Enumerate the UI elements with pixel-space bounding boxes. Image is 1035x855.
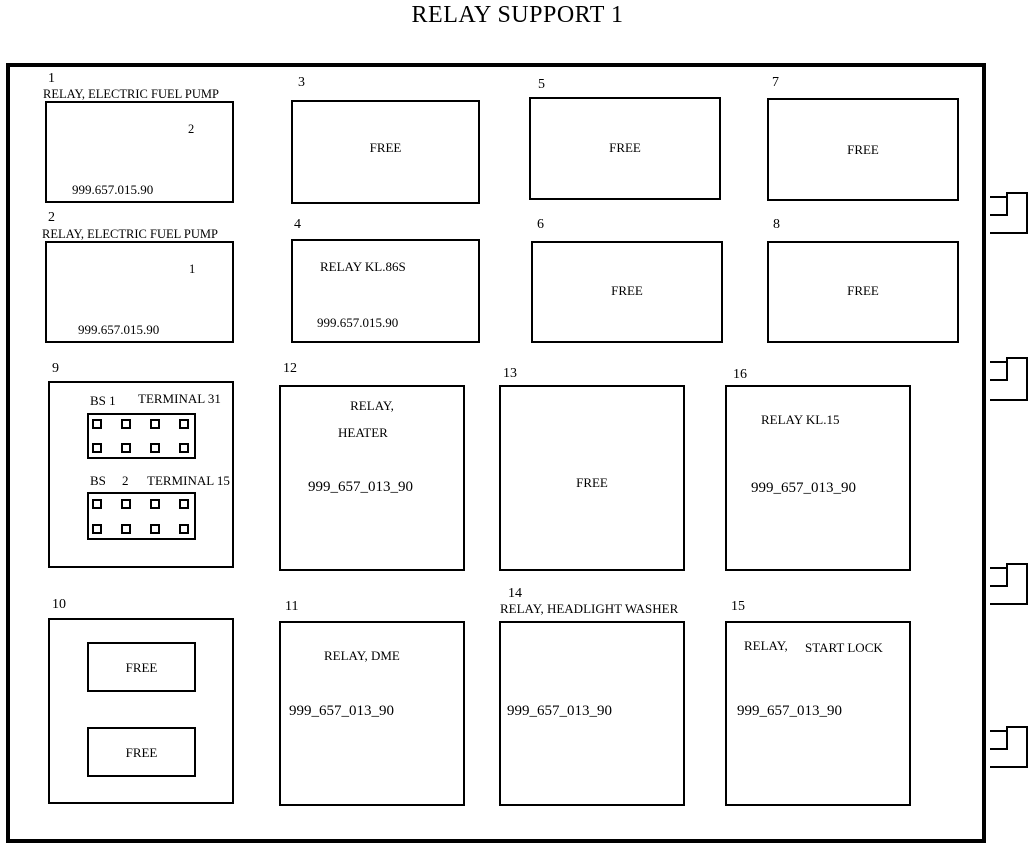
part-number: 999_657_013_90: [289, 703, 394, 719]
mounting-tab: [990, 362, 1008, 381]
slot-number-4: 4: [294, 217, 301, 232]
slot-number-1: 1: [48, 71, 55, 86]
relay-slot-3[interactable]: FREE: [291, 100, 480, 204]
slot-number-10: 10: [52, 597, 66, 612]
relay-slot-6[interactable]: FREE: [531, 241, 723, 343]
slot-number-9: 9: [52, 361, 59, 376]
slot-number-5: 5: [538, 77, 545, 92]
bs2-label: 2: [122, 473, 129, 488]
pin-number: 2: [188, 122, 195, 136]
relay-slot-1[interactable]: 2 999.657.015.90: [45, 101, 234, 203]
slot-number-2: 2: [48, 210, 55, 225]
terminal-15-connector[interactable]: [87, 492, 196, 540]
relay-slot-2[interactable]: 1 999.657.015.90: [45, 241, 234, 343]
diagram-title: RELAY SUPPORT 1: [411, 2, 624, 28]
pin: [150, 443, 160, 453]
relay-label: RELAY KL.15: [761, 412, 840, 427]
relay-label: RELAY KL.86S: [320, 259, 406, 274]
relay-slot-8[interactable]: FREE: [767, 241, 959, 343]
mounting-tab: [990, 192, 1028, 234]
relay-label: RELAY, DME: [324, 648, 400, 663]
part-number: 999_657_013_90: [308, 479, 413, 495]
pin: [92, 499, 102, 509]
relay-slot-7[interactable]: FREE: [767, 98, 959, 201]
pin: [92, 524, 102, 534]
slot-number-11: 11: [285, 599, 299, 614]
pin: [179, 499, 189, 509]
pin-number: 1: [189, 262, 196, 276]
pin: [150, 419, 160, 429]
bs1-label: BS 1: [90, 393, 116, 408]
slot-number-6: 6: [537, 217, 544, 232]
slot-label-1: RELAY, ELECTRIC FUEL PUMP: [43, 87, 219, 101]
slot-number-15: 15: [731, 599, 745, 614]
relay-label-1: RELAY,: [744, 638, 788, 653]
mounting-tab: [990, 731, 1008, 750]
slot-label-14: RELAY, HEADLIGHT WASHER: [500, 601, 679, 616]
part-number: 999_657_013_90: [507, 703, 612, 719]
relay-slot-4[interactable]: RELAY KL.86S 999.657.015.90: [291, 239, 480, 343]
pin: [179, 419, 189, 429]
slot-number-14: 14: [508, 586, 522, 601]
pin: [121, 443, 131, 453]
fuse-slot-top[interactable]: FREE: [87, 642, 196, 692]
pin: [121, 524, 131, 534]
mounting-tab: [990, 563, 1028, 605]
relay-slot-13[interactable]: FREE: [499, 385, 685, 571]
fuse-block-10[interactable]: FREE FREE: [48, 618, 234, 804]
relay-slot-11[interactable]: RELAY, DME 999_657_013_90: [279, 621, 465, 806]
free-label: FREE: [847, 142, 879, 157]
part-number: 999.657.015.90: [78, 322, 160, 337]
free-label: FREE: [125, 660, 158, 675]
terminal-block-9[interactable]: BS 1 TERMINAL 31 BS 2 TERMINAL 15: [48, 381, 234, 568]
pin: [150, 524, 160, 534]
pin: [179, 524, 189, 534]
pin: [179, 443, 189, 453]
part-number: 999_657_013_90: [751, 480, 856, 496]
mounting-tab: [990, 726, 1028, 768]
part-number: 999_657_013_90: [737, 703, 842, 719]
slot-number-7: 7: [772, 75, 779, 90]
free-label: FREE: [609, 140, 641, 155]
mounting-tab: [990, 197, 1008, 216]
free-label: FREE: [125, 745, 158, 760]
slot-number-16: 16: [733, 367, 747, 382]
part-number: 999.657.015.90: [317, 315, 399, 330]
pin: [121, 419, 131, 429]
terminal-31-label: TERMINAL 31: [138, 391, 221, 406]
mounting-tab: [990, 568, 1008, 587]
relay-slot-5[interactable]: FREE: [529, 97, 721, 200]
slot-number-8: 8: [773, 217, 780, 232]
pin: [150, 499, 160, 509]
relay-label-line2: HEATER: [338, 425, 388, 440]
fuse-slot-bottom[interactable]: FREE: [87, 727, 196, 777]
relay-slot-14[interactable]: 999_657_013_90: [499, 621, 685, 806]
relay-label-line1: RELAY,: [350, 398, 394, 413]
free-label: FREE: [576, 475, 608, 490]
terminal-31-connector[interactable]: [87, 413, 196, 459]
free-label: FREE: [611, 283, 643, 298]
pin: [92, 419, 102, 429]
relay-label-2: START LOCK: [805, 640, 883, 655]
pin: [92, 443, 102, 453]
free-label: FREE: [369, 140, 402, 155]
pin: [121, 499, 131, 509]
free-label: FREE: [847, 283, 879, 298]
slot-number-13: 13: [503, 366, 517, 381]
relay-support-frame: [6, 63, 986, 843]
mounting-tab: [990, 357, 1028, 401]
terminal-15-label: TERMINAL 15: [147, 473, 230, 488]
slot-label-2: RELAY, ELECTRIC FUEL PUMP: [42, 227, 218, 241]
relay-slot-12[interactable]: RELAY, HEATER 999_657_013_90: [279, 385, 465, 571]
relay-slot-15[interactable]: RELAY, START LOCK 999_657_013_90: [725, 621, 911, 806]
part-number: 999.657.015.90: [72, 182, 154, 197]
relay-slot-16[interactable]: RELAY KL.15 999_657_013_90: [725, 385, 911, 571]
bs-label: BS: [90, 473, 106, 488]
slot-number-3: 3: [298, 75, 305, 90]
slot-number-12: 12: [283, 361, 297, 376]
